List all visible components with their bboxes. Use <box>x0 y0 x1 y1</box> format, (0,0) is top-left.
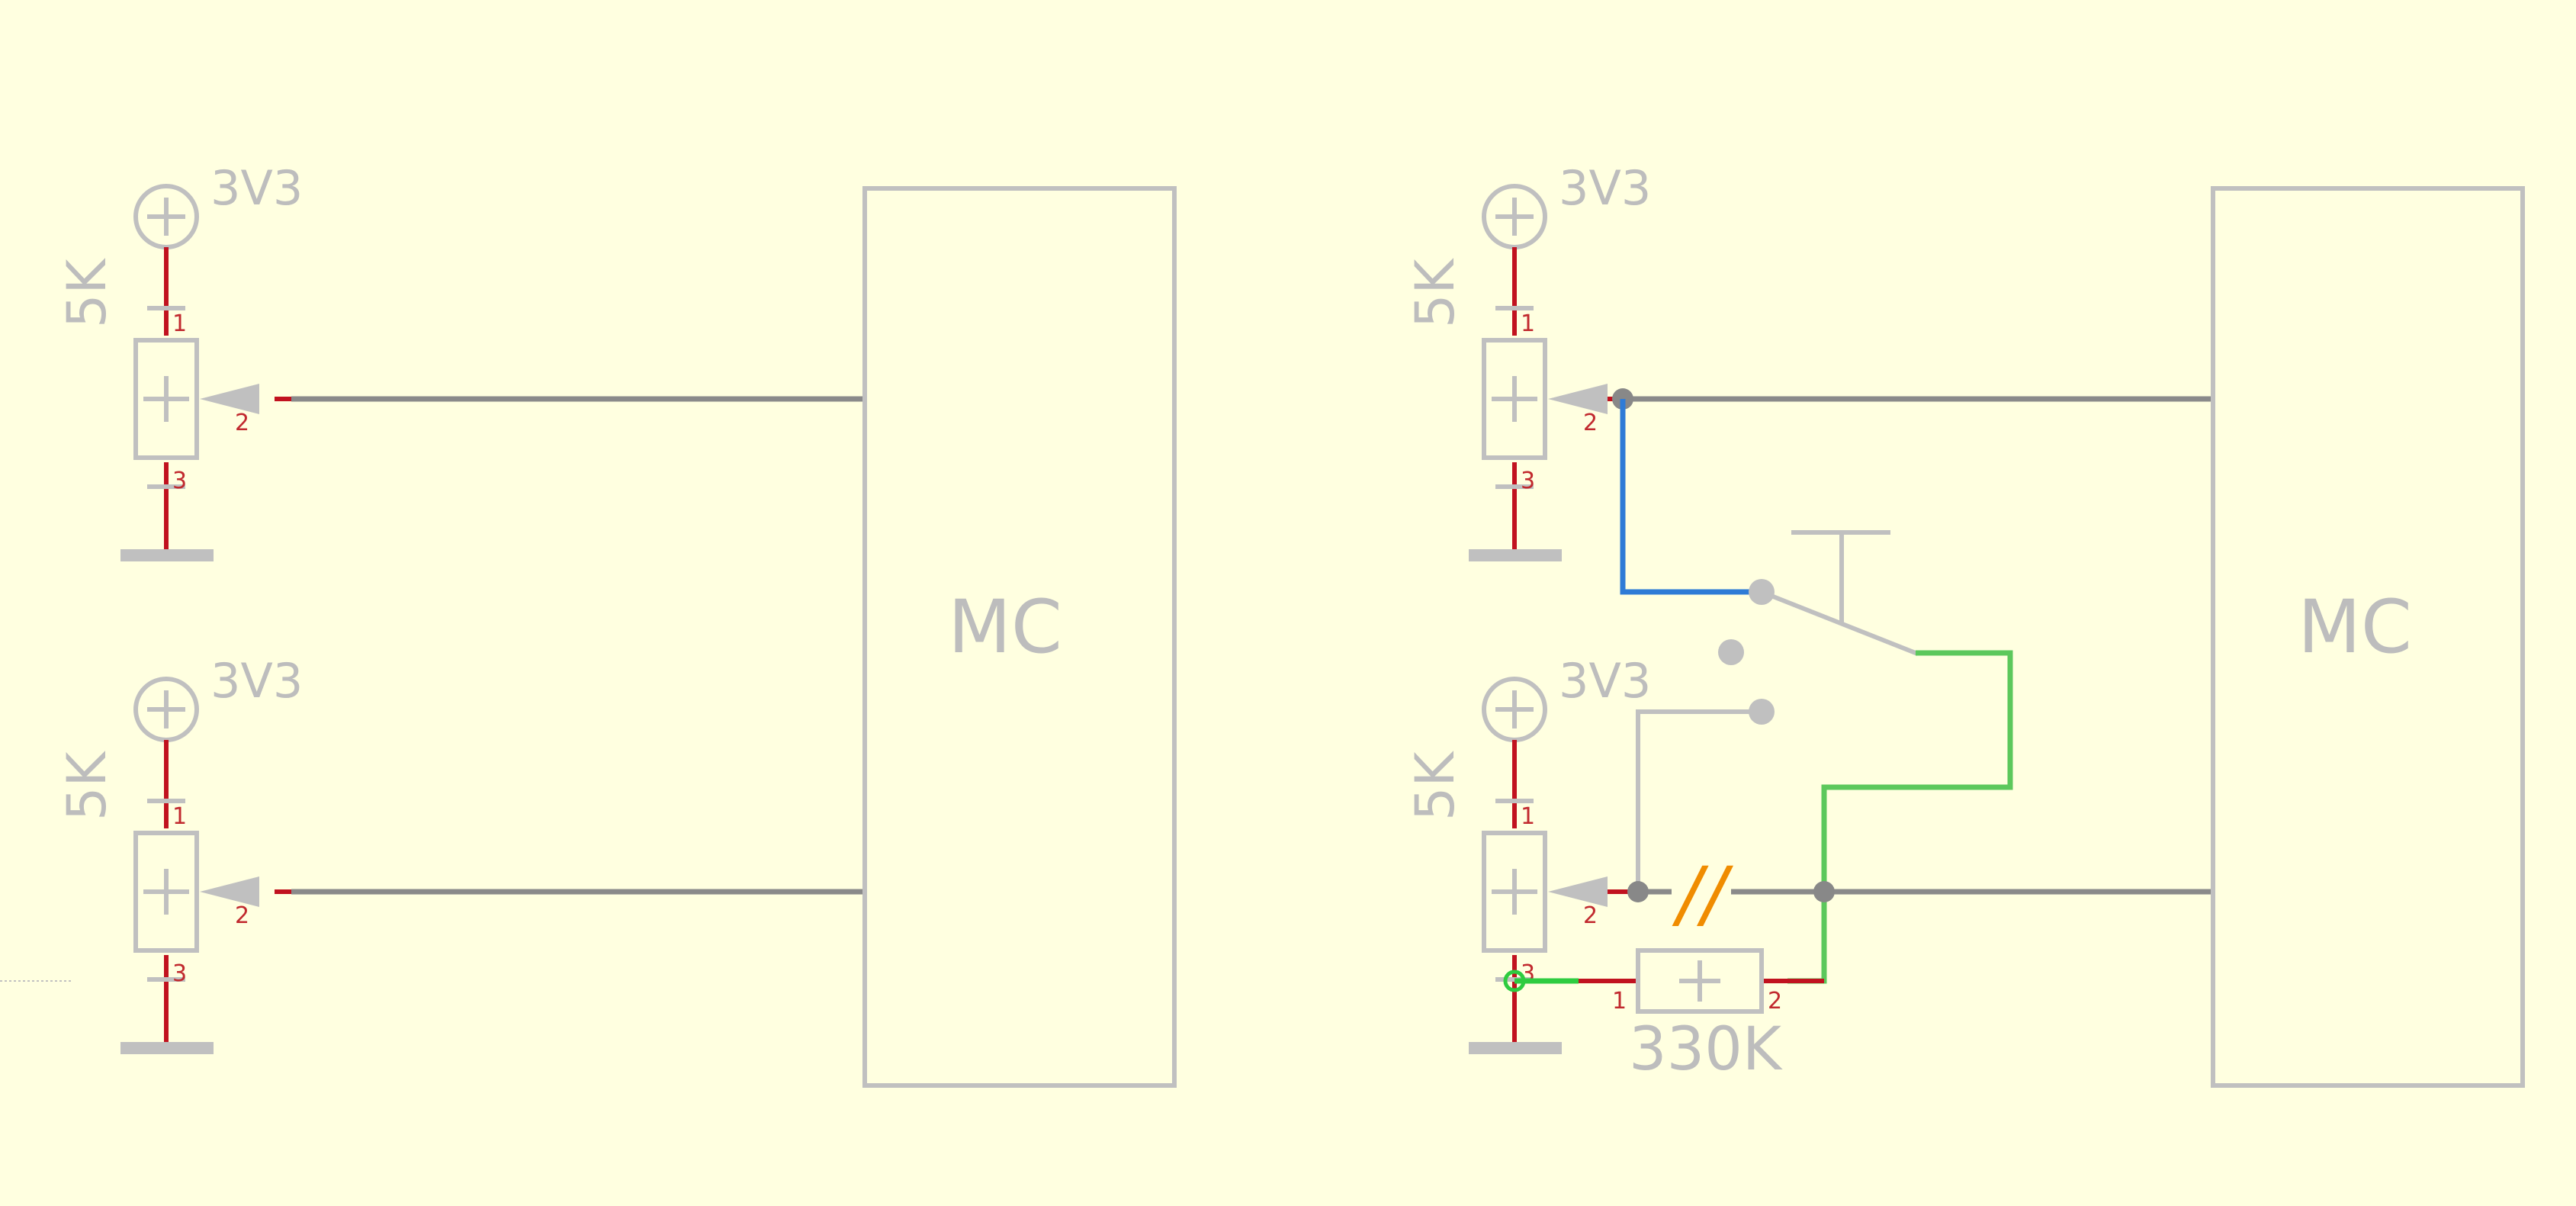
pin3-label: 3 <box>172 468 187 494</box>
pin1-label: 1 <box>1521 803 1535 830</box>
resistor-value-label: 330K <box>1629 1015 1783 1084</box>
potentiometer-left-top[interactable]: 3V3 1 2 3 5K <box>56 160 303 561</box>
blue-wire[interactable] <box>1620 399 1762 595</box>
mc-label: MC <box>948 584 1062 670</box>
supply-label: 3V3 <box>1559 160 1651 216</box>
ground-symbol-icon <box>120 549 214 561</box>
supply-label: 3V3 <box>210 653 303 709</box>
break-mark-icon: // <box>1672 851 1733 937</box>
pin2-label: 2 <box>1583 410 1598 436</box>
pin1-label: 1 <box>1521 310 1535 337</box>
ground-symbol-icon <box>1469 549 1562 561</box>
switch-gray-lead <box>1636 709 1764 894</box>
switch-lever <box>1759 589 1919 656</box>
ground-symbol-icon <box>1469 1042 1562 1054</box>
switch-contact-icon <box>1718 639 1744 665</box>
pin2-label: 2 <box>1768 988 1782 1015</box>
pin1-label: 1 <box>172 803 187 830</box>
right-circuit: 3V3 1 2 3 5K 3V3 <box>1404 160 2525 1088</box>
junction-dot-icon <box>1813 881 1835 902</box>
pin1-label: 1 <box>1612 988 1627 1015</box>
potentiometer-right-top[interactable]: 3V3 1 2 3 5K <box>1404 160 1651 561</box>
wiper-arrow-icon <box>200 876 259 907</box>
ground-symbol-icon <box>120 1042 214 1054</box>
pin2-label: 2 <box>235 410 249 436</box>
pin3-label: 3 <box>1521 468 1535 494</box>
value-label: 5K <box>56 750 118 821</box>
wiper-arrow-icon <box>1548 876 1608 907</box>
junction-green-icon <box>1503 970 1526 992</box>
potentiometer-body <box>1482 338 1547 460</box>
potentiometer-body <box>133 338 199 460</box>
left-circuit: 3V3 1 2 3 5K 3V3 <box>56 160 1177 1088</box>
supply-label: 3V3 <box>210 160 303 216</box>
switch-symbol[interactable] <box>1636 530 1919 894</box>
wiper-arrow-icon <box>1548 384 1608 414</box>
potentiometer-left-bottom[interactable]: 3V3 1 2 3 5K <box>56 653 303 1054</box>
pin2-label: 2 <box>1583 902 1598 929</box>
supply-label: 3V3 <box>1559 653 1651 709</box>
resistor-330k[interactable]: 1 2 330K <box>1579 948 1824 1084</box>
mc-block[interactable] <box>2211 186 2525 1088</box>
value-label: 5K <box>56 257 118 328</box>
wiper-arrow-icon <box>200 384 259 414</box>
potentiometer-body <box>1482 831 1547 953</box>
potentiometer-body <box>133 831 199 953</box>
mc-label: MC <box>2298 584 2412 670</box>
junction-dot-icon <box>1627 881 1649 902</box>
resistor-body <box>1636 948 1764 1014</box>
potentiometer-right-bottom[interactable]: 3V3 1 2 3 5K <box>1404 653 1651 1054</box>
value-label: 5K <box>1404 750 1466 821</box>
value-label: 5K <box>1404 257 1466 328</box>
pin1-label: 1 <box>172 310 187 337</box>
pin3-label: 3 <box>172 960 187 987</box>
pin2-label: 2 <box>235 902 249 929</box>
mc-block[interactable] <box>862 186 1177 1088</box>
